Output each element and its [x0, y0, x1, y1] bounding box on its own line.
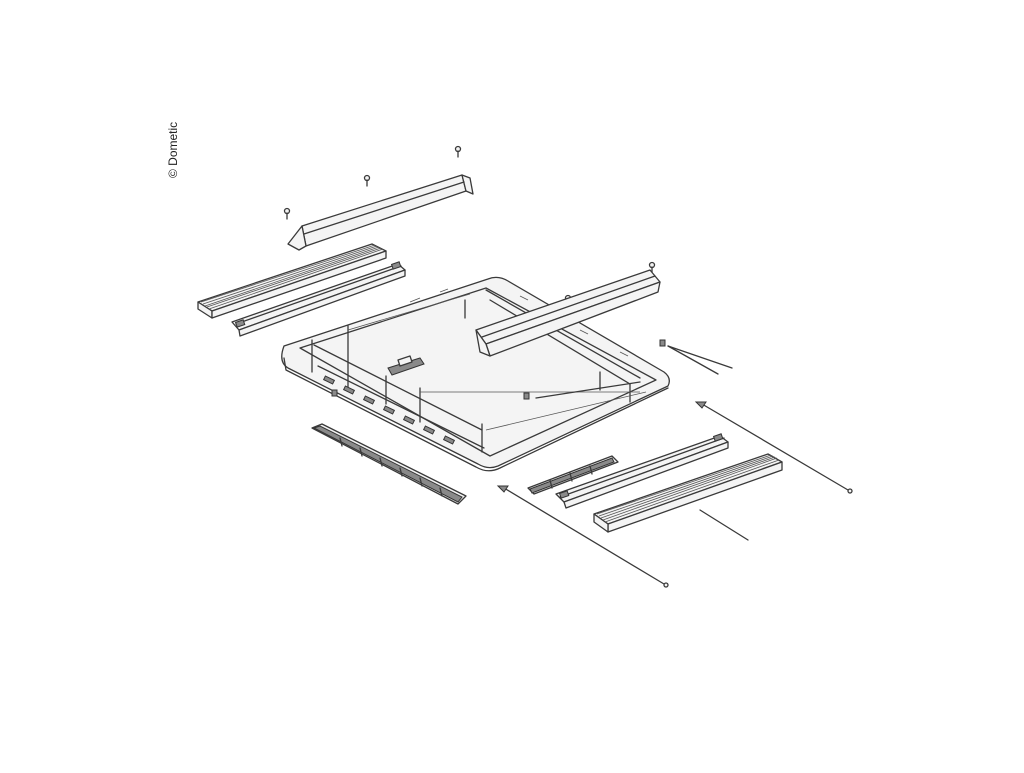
screw [454, 145, 462, 158]
cable-right [694, 401, 853, 494]
slatted-rail-left [197, 243, 387, 319]
small-clip [659, 339, 733, 375]
small-clip [523, 381, 641, 400]
guide-channel-left [231, 261, 406, 337]
angle-bracket-upper [287, 174, 474, 251]
guide-channel-right [555, 433, 729, 509]
clip-strip-right [527, 455, 619, 495]
clip-strip-left [311, 423, 467, 505]
copyright-text: © Dometic [166, 121, 180, 178]
slatted-rail-right [593, 453, 783, 541]
screw [363, 174, 371, 187]
angle-bracket-front [475, 269, 661, 357]
screw [648, 261, 656, 274]
cable-left [496, 485, 669, 588]
screw [283, 207, 291, 220]
